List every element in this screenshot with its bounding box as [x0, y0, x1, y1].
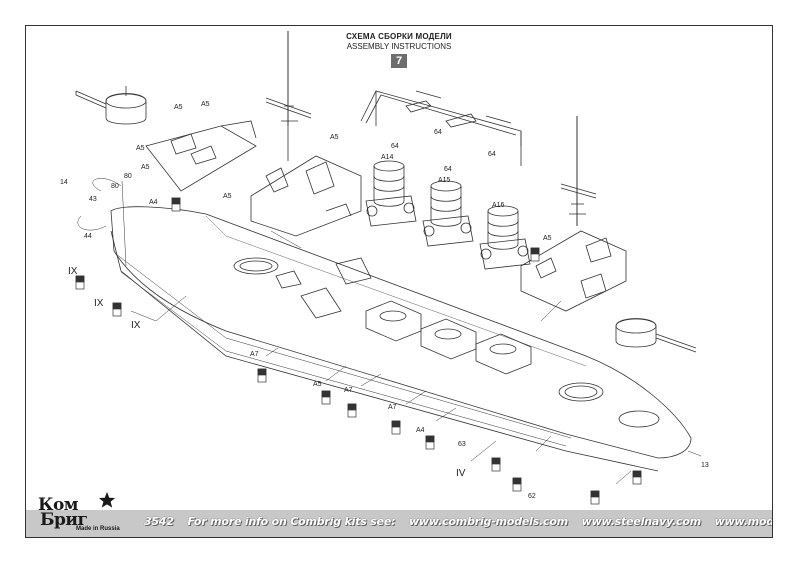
part-box — [512, 477, 522, 492]
footer-link-modelwarships[interactable]: www.modelwarships.com — [714, 515, 773, 528]
title-russian: СХЕМА СБОРКИ МОДЕЛИ — [346, 32, 452, 41]
aft-superstructure — [520, 116, 627, 312]
title-english: ASSEMBLY INSTRUCTIONS — [346, 42, 452, 51]
callout-a5: A5 — [330, 134, 339, 141]
callout-63: 63 — [458, 441, 466, 448]
part-box — [391, 420, 401, 435]
callout-13: 13 — [701, 462, 709, 469]
callout-44: 44 — [84, 233, 92, 240]
part-box — [112, 302, 122, 317]
ship-hull — [110, 206, 692, 472]
part-box — [257, 368, 267, 383]
boat-deck-frame — [360, 90, 522, 166]
callout-a5: A5 — [201, 101, 210, 108]
callout-64: 64 — [391, 143, 399, 150]
logo-subtitle: Made in Russia — [76, 526, 120, 532]
callout-a7: A7 — [344, 387, 353, 394]
central-superstructure — [250, 31, 362, 237]
footer-info: For more info on Combrig kits see: — [187, 515, 396, 528]
combrig-logo: Ком Бриг Made in Russia — [32, 491, 132, 535]
part-number-boxes — [75, 197, 642, 505]
callout-ix: IX — [68, 266, 78, 277]
star-icon — [98, 491, 116, 508]
part-box — [321, 390, 331, 405]
callout-a7: A7 — [250, 351, 259, 358]
logo-line-1: Ком — [38, 495, 79, 515]
aft-turret — [615, 318, 697, 353]
forward-turret — [75, 86, 147, 125]
callout-a5: A5 — [136, 145, 145, 152]
callout-80: 80 — [124, 173, 132, 180]
footer-link-steelnavy[interactable]: www.steelnavy.com — [581, 515, 702, 528]
callout-64: 64 — [434, 129, 442, 136]
callout-ix: IX — [94, 298, 104, 309]
callout-14: 14 — [60, 179, 68, 186]
leader-lines — [77, 178, 702, 485]
part-box — [491, 457, 501, 472]
footer-bar: 3542 For more info on Combrig kits see: … — [26, 510, 772, 537]
logo-line-2: Бриг — [40, 510, 88, 530]
callout-a15: A15 — [438, 177, 451, 184]
funnels — [365, 160, 531, 270]
part-box — [75, 275, 85, 290]
step-number: 7 — [391, 54, 407, 68]
part-box — [530, 247, 540, 262]
assembly-drawing: A5 A5 A5 A5 A5 A5 A5 A5 A4 A4 A7 A7 A7 A… — [60, 31, 709, 505]
callout-43: 43 — [89, 196, 97, 203]
callout-62: 62 — [528, 493, 536, 500]
funnel-a16 — [479, 205, 531, 270]
callout-a7: A7 — [388, 404, 397, 411]
callout-a5: A5 — [174, 104, 183, 111]
deck-casemates — [275, 257, 532, 375]
callout-a5: A5 — [141, 164, 150, 171]
callout-a5: A5 — [543, 235, 552, 242]
callout-a4: A4 — [416, 427, 425, 434]
callout-ix: IX — [131, 320, 141, 331]
callout-64: 64 — [444, 166, 452, 173]
callout-64: 64 — [488, 151, 496, 158]
callout-a5: A5 — [223, 193, 232, 200]
callout-a5: A5 — [313, 381, 322, 388]
kit-code: 3542 — [144, 515, 174, 528]
part-box — [347, 403, 357, 418]
instruction-sheet: СХЕМА СБОРКИ МОДЕЛИ ASSEMBLY INSTRUCTION… — [25, 25, 773, 538]
title-block: СХЕМА СБОРКИ МОДЕЛИ ASSEMBLY INSTRUCTION… — [26, 32, 772, 69]
callout-a4: A4 — [149, 199, 158, 206]
part-box — [171, 197, 181, 212]
part-box — [590, 490, 600, 505]
part-box — [632, 470, 642, 485]
funnel-a15 — [422, 180, 474, 247]
footer-text: 3542 For more info on Combrig kits see: … — [144, 515, 773, 528]
callout-a16: A16 — [492, 202, 505, 209]
callout-a14: A14 — [381, 154, 394, 161]
forward-bridge-deck — [145, 120, 257, 192]
callout-80: 80 — [111, 183, 119, 190]
footer-link-combrig[interactable]: www.combrig-models.com — [408, 515, 568, 528]
callout-iv: IV — [456, 468, 466, 479]
part-box — [425, 435, 435, 450]
callout-labels: A5 A5 A5 A5 A5 A5 A5 A5 A4 A4 A7 A7 A7 A… — [60, 101, 709, 500]
funnel-a14 — [365, 160, 417, 227]
